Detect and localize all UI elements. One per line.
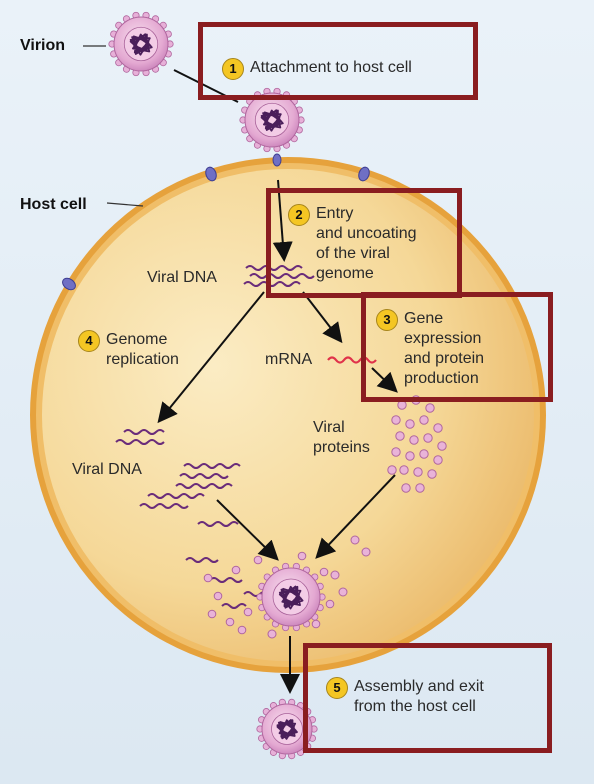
step-5-text: Assembly and exit from the host cell <box>354 678 484 715</box>
protein-particle <box>243 607 253 617</box>
protein-particle <box>419 449 429 459</box>
virion-exiting <box>256 698 318 760</box>
host-cell-label: Host cell <box>20 196 87 213</box>
protein-particle <box>391 447 401 457</box>
protein-particle <box>397 400 407 410</box>
protein-particle <box>311 619 321 629</box>
protein-particle <box>437 441 447 451</box>
protein-particle <box>401 483 411 493</box>
highlight-box-step-1 <box>198 22 478 100</box>
step-4-text: Genome replication <box>106 331 179 368</box>
protein-particle <box>413 467 423 477</box>
host-cell-leader-line <box>106 202 144 207</box>
virions <box>108 11 326 760</box>
membrane-receptors <box>62 153 370 291</box>
protein-particle <box>409 435 419 445</box>
step-5-badge: 5 <box>326 677 348 699</box>
protein-particle <box>423 433 433 443</box>
step-3-gene-expression: 3 Gene expression and protein production <box>376 309 484 389</box>
assembly-dna-fragments <box>185 521 269 609</box>
step-5-assembly-exit: 5 Assembly and exit from the host cell <box>326 677 484 717</box>
mrna-label: mRNA <box>265 351 313 368</box>
stray-proteins <box>267 535 371 639</box>
virion-label: Virion <box>20 37 66 54</box>
protein-particle <box>391 415 401 425</box>
process-arrows <box>157 179 398 694</box>
protein-particle <box>237 625 247 635</box>
virion-attaching <box>239 87 305 153</box>
highlight-box-step-3 <box>361 292 553 402</box>
protein-particle <box>325 599 335 609</box>
viral-proteins-cluster <box>387 395 447 493</box>
viral-dna-strands-replicated <box>115 429 241 509</box>
protein-particle <box>405 451 415 461</box>
protein-particle <box>225 617 235 627</box>
protein-particle <box>319 567 329 577</box>
step-2-entry: 2 Entry and uncoating of the viral genom… <box>288 204 417 284</box>
protein-particle <box>297 551 307 561</box>
viral-dna-label-top: Viral DNA <box>147 269 217 286</box>
virion-free <box>108 11 174 77</box>
highlight-box-step-2 <box>266 188 462 298</box>
step-1-text: Attachment to host cell <box>250 59 412 76</box>
protein-particle <box>387 465 397 475</box>
step-1-badge: 1 <box>222 58 244 80</box>
protein-particle <box>203 573 213 583</box>
protein-particle <box>399 465 409 475</box>
protein-particle <box>415 483 425 493</box>
protein-particle <box>231 565 241 575</box>
protein-particle <box>419 415 429 425</box>
highlight-box-step-5 <box>303 643 552 753</box>
step-3-text: Gene expression and protein production <box>404 310 485 387</box>
protein-particle <box>395 431 405 441</box>
step-2-text: Entry and uncoating of the viral genome <box>316 205 417 282</box>
viral-proteins-label: Viral proteins <box>313 419 370 456</box>
protein-particle <box>405 419 415 429</box>
protein-particle <box>433 423 443 433</box>
protein-particle <box>425 403 435 413</box>
protein-particle <box>213 591 223 601</box>
step-4-badge: 4 <box>78 330 100 352</box>
mrna-strand <box>327 356 377 364</box>
protein-particle <box>427 469 437 479</box>
step-1-attachment: 1 Attachment to host cell <box>222 58 412 80</box>
step-3-badge: 3 <box>376 309 398 331</box>
step-4-genome-replication: 4 Genome replication <box>78 330 179 370</box>
protein-particle <box>433 455 443 465</box>
viral-dna-strands-top <box>243 265 315 287</box>
virion-assembling <box>256 562 326 632</box>
viral-dna-label-bottom: Viral DNA <box>72 461 142 478</box>
protein-particle <box>207 609 217 619</box>
step-2-badge: 2 <box>288 204 310 226</box>
protein-particle <box>253 555 263 565</box>
